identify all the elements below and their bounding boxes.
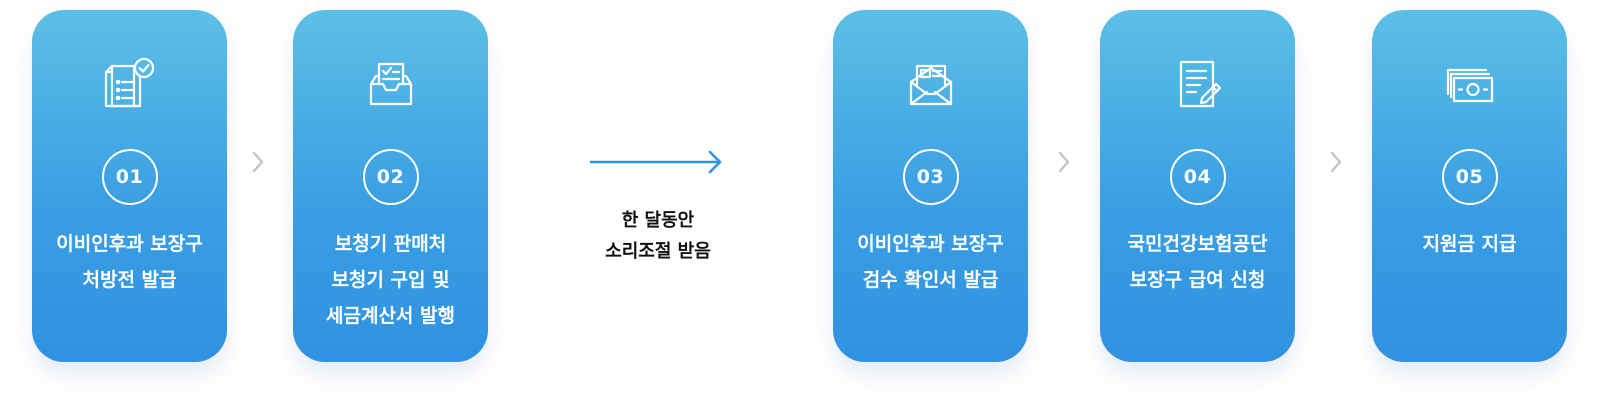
step-label-line: 검수 확인서 발급 (862, 269, 999, 291)
chevron-right-icon (250, 150, 266, 174)
step-number: 01 (101, 149, 158, 205)
chevron-right-icon (1328, 150, 1344, 174)
interval-note-line: 소리조절 받음 (605, 241, 711, 262)
step-label-line: 보청기 판매처 (334, 233, 447, 255)
step-label: 보청기 판매처 보청기 구입 및 세금계산서 발행 (293, 226, 488, 334)
step-label-line: 보청기 구입 및 (331, 269, 450, 291)
step-label: 지원금 지급 (1372, 226, 1567, 262)
step-label-line: 이비인후과 보장구 (56, 233, 203, 255)
step-label: 이비인후과 보장구 검수 확인서 발급 (833, 226, 1028, 298)
step-card-05: 05 지원금 지급 (1372, 10, 1567, 362)
step-number: 04 (1169, 149, 1226, 205)
step-label-line: 지원금 지급 (1422, 233, 1517, 255)
inbox-tray-icon (361, 54, 421, 114)
chevron-right-icon (1056, 150, 1072, 174)
step-card-02: 02 보청기 판매처 보청기 구입 및 세금계산서 발행 (293, 10, 488, 362)
step-label-line: 국민건강보험공단 (1127, 233, 1268, 255)
document-pen-icon (1168, 54, 1228, 114)
step-number: 03 (902, 149, 959, 205)
interval-note: 한 달동안 소리조절 받음 (590, 205, 726, 267)
step-label-line: 처방전 발급 (82, 269, 177, 291)
step-label-line: 세금계산서 발행 (326, 305, 455, 327)
envelope-icon (901, 54, 961, 114)
step-card-03: 03 이비인후과 보장구 검수 확인서 발급 (833, 10, 1028, 362)
step-label: 국민건강보험공단 보장구 급여 신청 (1100, 226, 1295, 298)
prescription-icon (100, 54, 160, 114)
step-card-04: 04 국민건강보험공단 보장구 급여 신청 (1100, 10, 1295, 362)
step-number: 05 (1441, 149, 1498, 205)
step-card-01: 01 이비인후과 보장구 처방전 발급 (32, 10, 227, 362)
long-arrow-right-icon (590, 148, 726, 176)
interval-note-line: 한 달동안 (621, 210, 695, 231)
money-icon (1440, 54, 1500, 114)
step-label-line: 이비인후과 보장구 (857, 233, 1004, 255)
step-number: 02 (362, 149, 419, 205)
step-label: 이비인후과 보장구 처방전 발급 (32, 226, 227, 298)
step-label-line: 보장구 급여 신청 (1129, 269, 1266, 291)
